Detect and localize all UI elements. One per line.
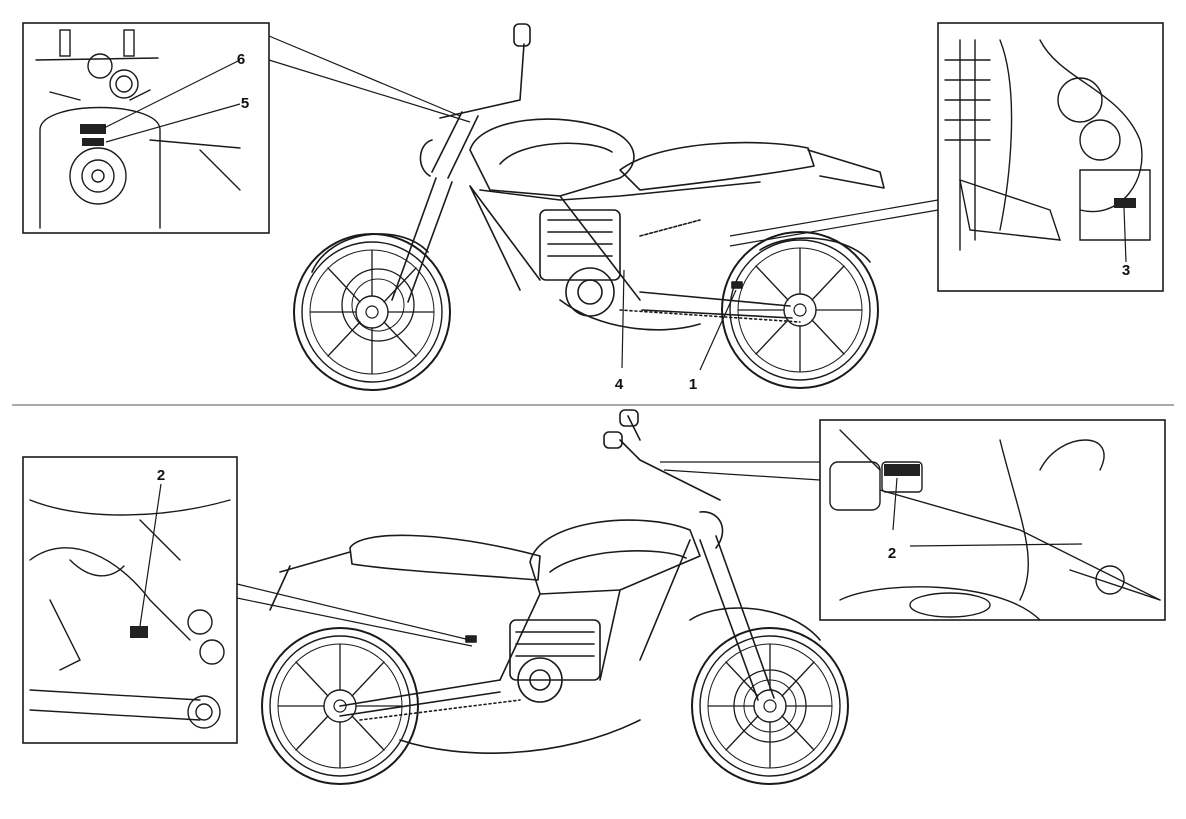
callout-1: 1 [689, 376, 697, 393]
inset-handlebar-top [22, 22, 270, 234]
inset-footpeg-top [937, 22, 1164, 292]
callout-2-left: 2 [157, 467, 165, 484]
callout-5: 5 [241, 95, 249, 112]
callout-6: 6 [237, 51, 245, 68]
inset-brake-master-bottom [819, 419, 1166, 621]
callout-3: 3 [1122, 262, 1130, 279]
callout-4: 4 [615, 376, 624, 393]
inset-frame-bottom [22, 456, 238, 744]
top-motorcycle [293, 23, 885, 391]
bottom-motorcycle [261, 409, 849, 785]
callout-2-right: 2 [888, 545, 896, 562]
top-leader-lines [103, 35, 1127, 371]
bottom-leader-lines [139, 461, 1083, 647]
